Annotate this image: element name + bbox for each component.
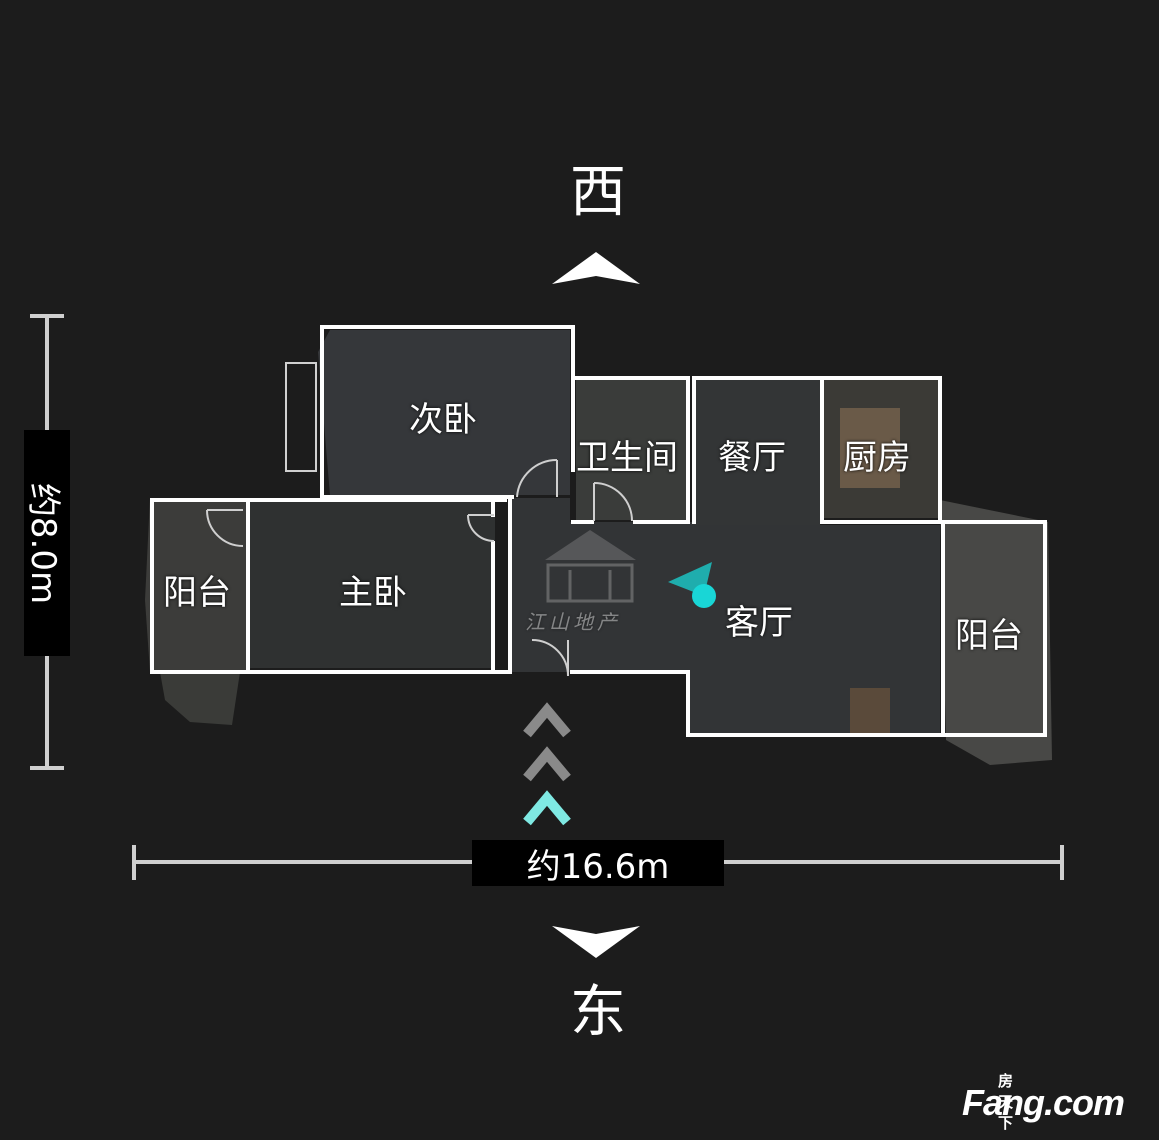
east-direction-label: 东 [570,980,626,1045]
room-label-dining-room[interactable]: 餐厅 [718,438,786,478]
room-label-living-room[interactable]: 客厅 [725,603,793,643]
walls [150,325,1047,737]
west-direction-label: 西 [570,160,626,225]
entrance-chevron-icon[interactable] [523,702,571,826]
room-label-bathroom[interactable]: 卫生间 [576,438,678,478]
viewer-position-marker[interactable] [692,584,716,608]
width-dimension-label: 约16.6m [472,840,724,887]
watermark-text: 江山地产 [525,610,621,634]
room-label-right-balcony[interactable]: 阳台 [955,616,1023,656]
room-label-kitchen[interactable]: 厨房 [843,438,911,478]
door-swings [206,458,633,677]
north-arrow-icon[interactable] [552,252,640,284]
room-label-left-balcony[interactable]: 阳台 [163,573,231,613]
south-arrow-icon[interactable] [552,926,640,958]
room-label-master-bedroom[interactable]: 主卧 [339,573,407,613]
height-dimension-bar [30,314,64,770]
fang-logo-bottom: Fang.com [962,1082,1125,1123]
watermark-house-icon [545,530,636,603]
room-floor-textures [145,330,1052,765]
height-dimension-label: 约8.0m [24,430,70,656]
room-label-second-bedroom[interactable]: 次卧 [409,400,477,440]
width-dimension-bar [132,845,1064,880]
fang-logo-top: 房天下 [998,1073,1014,1132]
